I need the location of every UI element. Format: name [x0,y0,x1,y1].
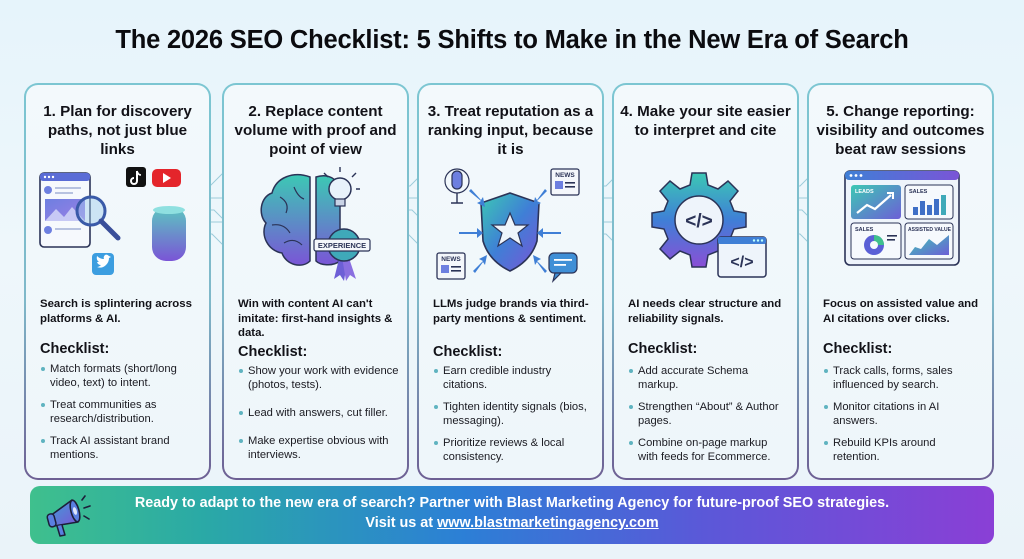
cta-visit-prefix: Visit us at [365,515,438,531]
dashboard-icon: LEADS SALES SALES ASSISTED VALUE [844,170,960,266]
newspaper-icon: NEWS [436,252,466,280]
checklist-item: Make expertise obvious with interviews. [238,434,399,462]
svg-text:NEWS: NEWS [441,256,461,263]
card-title: 2. Replace content volume with proof and… [234,103,397,158]
card-summary: Search is splintering across platforms &… [40,298,192,325]
checklist-heading: Checklist: [433,344,503,360]
checklist-item: Add accurate Schema markup. [628,364,789,392]
svg-text:EXPERIENCE: EXPERIENCE [318,241,366,250]
checklist: Match formats (short/long video, text) t… [40,362,201,462]
checklist-item: Combine on-page markup with feeds for Ec… [628,436,789,464]
reporting-dashboard-illustration: LEADS SALES SALES ASSISTED VALUE [844,170,960,266]
twitter-icon [92,253,114,275]
card-summary: AI needs clear structure and reliability… [628,298,782,325]
svg-text:ASSISTED VALUE: ASSISTED VALUE [908,227,952,233]
lightbulb-icon [323,167,360,207]
proof-illustration: EXPERIENCE [260,167,371,281]
checklist-item: Prioritize reviews & local consistency. [433,436,594,464]
card-summary: Win with content AI can't imitate: first… [238,298,393,339]
card-summary: Focus on assisted value and AI citations… [823,298,979,325]
tile-label: LEADS [855,189,874,195]
tiktok-icon [126,167,146,187]
shift-card-2: 2. Replace content volume with proof and… [222,83,409,480]
shift-card-5: 5. Change reporting: visibility and outc… [807,83,994,480]
shift-card-4: 4. Make your site easier to interpret an… [612,83,799,480]
cta-text: Ready to adapt to the new era of search?… [134,495,890,511]
svg-text:NEWS: NEWS [555,172,575,179]
checklist-item: Treat communities as research/distributi… [40,398,201,426]
card-title: 5. Change reporting: visibility and outc… [816,103,985,158]
svg-text:</>: </> [685,211,712,232]
svg-text:SALES: SALES [909,189,928,195]
checklist: Earn credible industry citations. Tighte… [433,364,594,464]
shift-card-3: 3. Treat reputation as a ranking input, … [417,83,604,480]
card-title: 3. Treat reputation as a ranking input, … [427,103,594,158]
megaphone-icon [46,495,91,537]
code-window-icon: </> [717,236,767,278]
checklist-heading: Checklist: [628,341,698,357]
newspaper-icon: NEWS [550,168,580,196]
card-title: 1. Plan for discovery paths, not just bl… [43,103,192,158]
checklist-item: Tighten identity signals (bios, messagin… [433,400,594,428]
checklist-heading: Checklist: [40,341,110,357]
arrow-icons [459,189,561,273]
checklist: Track calls, forms, sales influenced by … [823,364,984,464]
svg-text:SALES: SALES [855,227,874,233]
structure-illustration: </> </> [651,172,767,278]
shift-card-1: 1. Plan for discovery paths, not just bl… [24,83,211,480]
checklist-heading: Checklist: [238,344,308,360]
agency-website-link[interactable]: www.blastmarketingagency.com [437,515,659,531]
cta-visit-line: Visit us at www.blastmarketingagency.com [30,515,994,531]
checklist-item: Match formats (short/long video, text) t… [40,362,201,390]
checklist-item: Strengthen “About” & Author pages. [628,400,789,428]
checklist-item: Track AI assistant brand mentions. [40,434,201,462]
checklist-item: Monitor citations in AI answers. [823,400,984,428]
youtube-icon [152,169,181,187]
podcast-mic-icon [444,168,470,204]
card-title: 4. Make your site easier to interpret an… [620,103,791,139]
magnifier-icon [75,195,121,241]
checklist: Show your work with evidence (photos, te… [238,364,399,462]
shield-star-icon [480,192,540,272]
cta-banner: Ready to adapt to the new era of search?… [30,486,994,544]
card-summary: LLMs judge brands via third-party mentio… [433,298,589,325]
checklist-item: Track calls, forms, sales influenced by … [823,364,984,392]
reputation-illustration: NEWS NEWS [436,168,580,283]
svg-text:</>: </> [730,254,753,271]
browser-window-icon [39,172,91,248]
checklist-item: Lead with answers, cut filler. [238,406,399,420]
award-ribbon-icon: EXPERIENCE [313,228,371,281]
checklist-item: Rebuild KPIs around retention. [823,436,984,464]
discovery-illustration [39,167,186,275]
chat-bubble-icon [548,252,578,283]
checklist-item: Earn credible industry citations. [433,364,594,392]
checklist: Add accurate Schema markup. Strengthen “… [628,364,789,464]
checklist-heading: Checklist: [823,341,893,357]
page-title: The 2026 SEO Checklist: 5 Shifts to Make… [115,26,909,54]
checklist-item: Show your work with evidence (photos, te… [238,364,399,392]
smart-speaker-icon [152,206,186,261]
